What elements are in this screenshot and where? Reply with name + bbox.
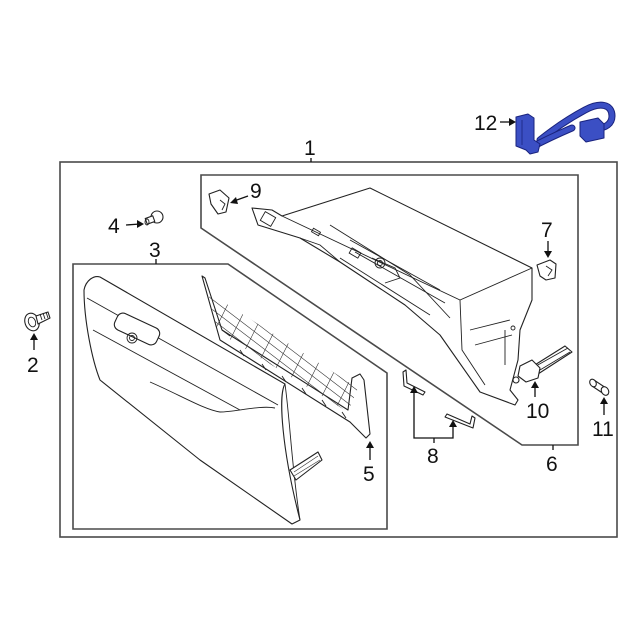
callout-5[interactable]: 5 bbox=[363, 463, 375, 486]
part-2-screw[interactable] bbox=[22, 311, 51, 333]
callout-10[interactable]: 10 bbox=[526, 400, 549, 423]
group-box-6 bbox=[200, 174, 579, 446]
part-10-damper[interactable] bbox=[512, 345, 573, 384]
part-7-striker[interactable] bbox=[536, 259, 557, 281]
callout-2[interactable]: 2 bbox=[27, 354, 39, 377]
part-9-stop[interactable] bbox=[208, 189, 230, 215]
callout-8[interactable]: 8 bbox=[427, 445, 439, 468]
callout-9[interactable]: 9 bbox=[250, 180, 262, 203]
callout-12[interactable]: 12 bbox=[474, 112, 497, 135]
part-6-bin[interactable] bbox=[251, 187, 533, 406]
part-5-liner[interactable] bbox=[200, 250, 375, 440]
callout-labels: 1 2 3 4 5 6 7 8 9 10 11 12 bbox=[27, 112, 614, 486]
part-3-door[interactable] bbox=[83, 276, 323, 525]
callout-6[interactable]: 6 bbox=[546, 453, 558, 476]
part-12-harness[interactable] bbox=[515, 101, 616, 155]
part-11-pin[interactable] bbox=[588, 378, 610, 397]
callout-4[interactable]: 4 bbox=[108, 215, 120, 238]
leaders bbox=[30, 118, 608, 460]
callout-3[interactable]: 3 bbox=[149, 239, 161, 262]
group-box-1 bbox=[59, 161, 618, 538]
group-box-3 bbox=[72, 263, 388, 530]
part-4-bumper[interactable] bbox=[144, 210, 164, 226]
callout-11[interactable]: 11 bbox=[592, 418, 614, 441]
callout-1[interactable]: 1 bbox=[304, 137, 316, 160]
callout-7[interactable]: 7 bbox=[541, 219, 553, 242]
